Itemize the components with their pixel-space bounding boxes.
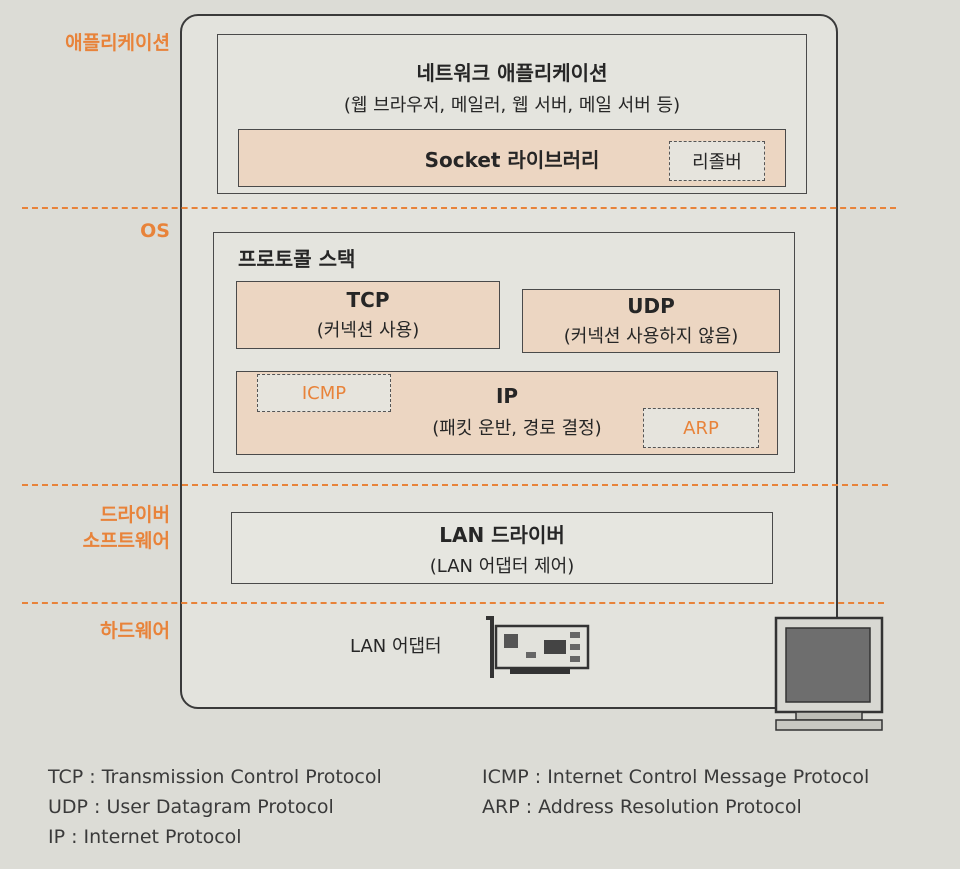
lan-adapter-card-icon [486,616,590,678]
layer-label-driver-line1: 드라이버 [100,504,170,526]
layer-label-hardware: 하드웨어 [100,620,170,642]
legend-arp: ARP : Address Resolution Protocol [482,796,802,818]
lan-driver-title: LAN 드라이버 [439,522,565,547]
divider-driver-hardware [22,602,884,604]
legend-udp: UDP : User Datagram Protocol [48,796,334,818]
resolver-box: 리졸버 [669,141,765,181]
divider-app-os [22,207,896,209]
ip-desc: (패킷 운반, 경로 결정) [432,418,602,439]
lan-adapter-label: LAN 어댑터 [350,636,442,657]
legend-tcp: TCP : Transmission Control Protocol [48,766,382,788]
tcp-desc: (커넥션 사용) [316,320,420,341]
legend-icmp: ICMP : Internet Control Message Protocol [482,766,870,788]
lan-driver-box: LAN 드라이버 (LAN 어댑터 제어) [231,512,773,584]
layer-label-driver-software: 드라이버 소프트웨어 [30,502,170,554]
icmp-box: ICMP [257,374,391,412]
tcp-box: TCP (커넥션 사용) [236,281,500,349]
network-application-title: 네트워크 애플리케이션 [416,61,608,85]
legend-ip: IP : Internet Protocol [48,826,242,848]
udp-box: UDP (커넥션 사용하지 않음) [522,289,780,353]
lan-driver-desc: (LAN 어댑터 제어) [429,555,575,577]
arp-box: ARP [643,408,759,448]
udp-desc: (커넥션 사용하지 않음) [563,326,739,347]
computer-monitor-icon [774,616,884,731]
tcp-title: TCP [346,288,390,312]
layer-label-os: OS [140,220,170,242]
layer-label-driver-line2: 소프트웨어 [82,530,170,552]
network-application-subtitle: (웹 브라우저, 메일러, 웹 서버, 메일 서버 등) [343,95,681,116]
ip-box: ICMP IP (패킷 운반, 경로 결정) ARP [236,371,778,455]
protocol-stack-title: 프로토콜 스택 [238,247,356,271]
udp-title: UDP [627,294,675,318]
divider-os-driver [22,484,888,486]
layer-label-application: 애플리케이션 [65,32,170,54]
ip-title: IP [495,384,519,408]
socket-library-box: Socket 라이브러리 리졸버 [238,129,786,187]
protocol-stack-box: 프로토콜 스택 TCP (커넥션 사용) UDP (커넥션 사용하지 않음) I… [213,232,795,473]
socket-library-label: Socket 라이브러리 [424,148,600,172]
network-application-box: 네트워크 애플리케이션 (웹 브라우저, 메일러, 웹 서버, 메일 서버 등)… [217,34,807,194]
